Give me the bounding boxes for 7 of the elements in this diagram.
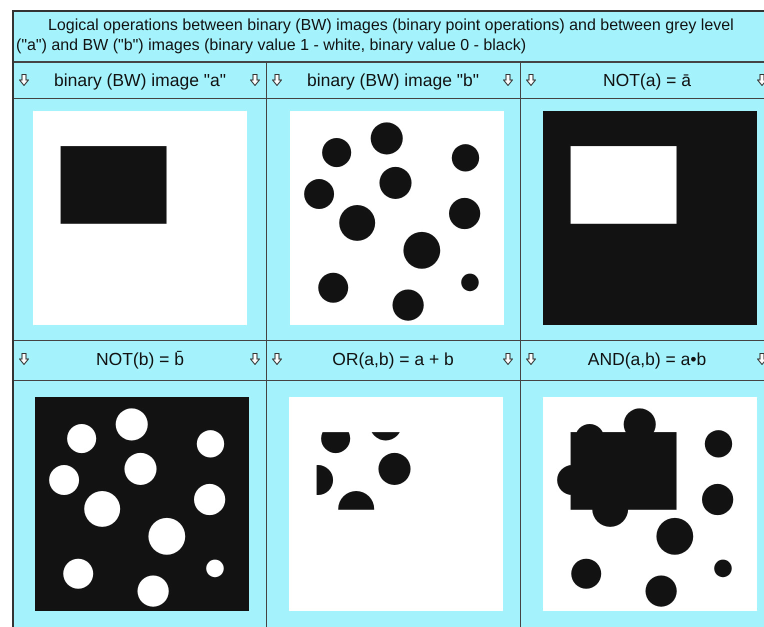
column-header: binary (BW) image "b" [306, 70, 480, 91]
table-title: Logical operations between binary (BW) images (binary point operations) and between grey level ("a") and BW ("b") images (binary value 1 - white, binary value 0 - black) [15, 16, 735, 56]
column-header: AND(a,b) = a•b [586, 349, 708, 370]
column-header: NOT(a) = ā [602, 70, 692, 91]
column-header: OR(a,b) = a + b [331, 349, 455, 370]
column-header: binary (BW) image "a" [53, 70, 227, 91]
column-header: NOT(b) = b̄ [94, 349, 185, 370]
